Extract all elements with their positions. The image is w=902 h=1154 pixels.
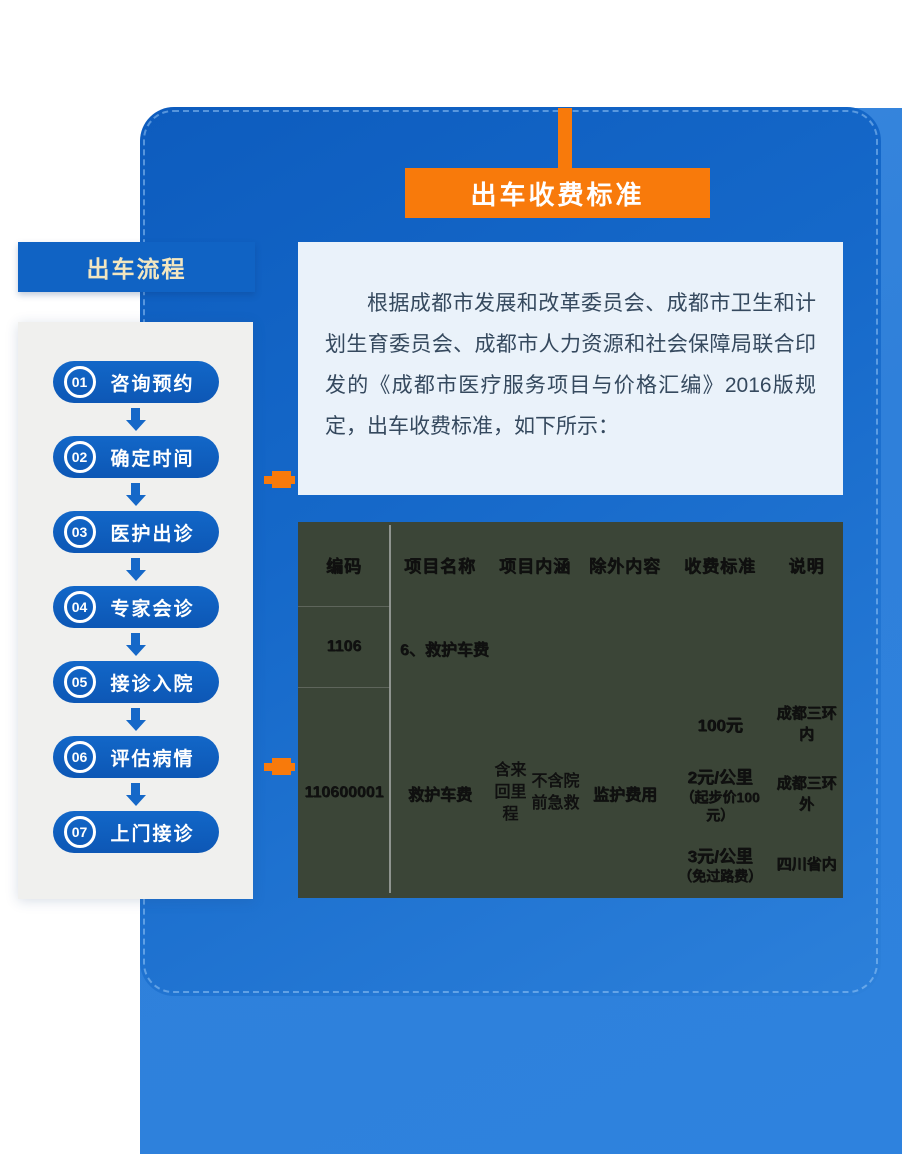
fee-price: 3元/公里: [687, 846, 753, 866]
fee-title-text: 出车收费标准: [470, 179, 645, 210]
process-step-6: 06 评估病情: [52, 736, 219, 778]
fee-note: （免过路费）: [678, 867, 762, 884]
step-number-badge: 06: [63, 741, 96, 773]
step-label: 专家会诊: [110, 598, 195, 620]
process-step-3: 03 医护出诊: [52, 511, 219, 553]
area-note-cell: 成都三环内 成都三环外 四川省内: [770, 688, 843, 898]
process-title-banner: 出车流程: [18, 242, 255, 292]
area-entry: 四川省内: [776, 855, 837, 873]
down-arrow-icon: [125, 703, 146, 736]
step-label: 咨询预约: [110, 373, 195, 395]
area-entry: 成都三环内: [776, 705, 837, 743]
down-arrow-icon: [125, 553, 146, 586]
step-label: 确定时间: [110, 448, 195, 470]
intro-text: 根据成都市发展和改革委员会、成都市卫生和计划生育委员会、成都市人力资源和社会保障…: [325, 292, 816, 438]
table-header-cell: 除外内容: [589, 557, 661, 576]
fee-price: 2元/公里: [687, 767, 753, 787]
fee-note: （起步价100元）: [680, 788, 760, 823]
process-step-4: 04 专家会诊: [52, 586, 219, 628]
table-header-row: 编码 项目名称 项目内涵 除外内容 收费标准 说明: [298, 522, 843, 607]
orange-marker-icon: [264, 471, 295, 488]
step-label: 接诊入院: [110, 673, 195, 695]
down-arrow-icon: [125, 403, 146, 436]
process-steps-box: 01 咨询预约 02 确定时间 03 医护出诊 04 专家会诊 05 接诊入院 …: [18, 322, 253, 899]
process-step-7: 07 上门接诊: [52, 811, 219, 853]
fee-price: 100元: [697, 715, 743, 735]
step-number-badge: 04: [63, 591, 96, 623]
item-name-cell: 救护车费: [407, 787, 472, 804]
excluded-cell: 监护费用: [592, 787, 657, 804]
step-number-badge: 05: [63, 666, 96, 698]
table-header-cell: 编码: [298, 522, 390, 607]
category-cell: 6、救护车费: [400, 641, 489, 659]
item-scope-cell: 含来回里程 不含院前急救: [490, 688, 580, 898]
banner-stem: [558, 108, 572, 170]
step-number-badge: 03: [63, 516, 96, 548]
process-title-text: 出车流程: [86, 256, 187, 282]
scope-line: 不含院前急救: [531, 773, 580, 812]
step-label: 评估病情: [110, 748, 195, 770]
step-number-badge: 01: [63, 366, 96, 398]
table-header-cell: 收费标准: [684, 557, 756, 576]
fee-standard-cell: 100元 2元/公里 （起步价100元） 3元/公里 （免过路费）: [670, 688, 770, 898]
code-cell: 1106: [298, 607, 390, 688]
table-row: 1106 6、救护车费: [298, 607, 843, 688]
step-label: 上门接诊: [110, 823, 195, 845]
code-cell: 110600001: [304, 784, 384, 801]
process-step-2: 02 确定时间: [52, 436, 219, 478]
down-arrow-icon: [125, 478, 146, 511]
orange-marker-icon: [264, 758, 295, 775]
table-row: 110600001 救护车费 含来回里程 不含院前急救 监护费用 100元 2元…: [298, 688, 843, 898]
fee-entry: 2元/公里 （起步价100元）: [670, 758, 770, 828]
process-step-5: 05 接诊入院: [52, 661, 219, 703]
fee-entry: 100元: [670, 688, 770, 758]
down-arrow-icon: [125, 778, 146, 811]
table-header-cell: 说明: [788, 557, 825, 576]
table-column-divider: [389, 525, 391, 893]
step-number-badge: 07: [63, 816, 96, 848]
fee-entry: 3元/公里 （免过路费）: [670, 828, 770, 898]
table-header-cell: 项目内涵: [499, 557, 571, 576]
area-entry: 成都三环外: [776, 775, 837, 813]
step-label: 医护出诊: [110, 523, 195, 545]
down-arrow-icon: [125, 628, 146, 661]
scope-line: 含来回里程: [494, 762, 527, 823]
process-step-1: 01 咨询预约: [52, 361, 219, 403]
intro-box: 根据成都市发展和改革委员会、成都市卫生和计划生育委员会、成都市人力资源和社会保障…: [298, 242, 843, 495]
step-number-badge: 02: [63, 441, 96, 473]
fee-title-banner: 出车收费标准: [405, 168, 710, 218]
fee-table: 编码 项目名称 项目内涵 除外内容 收费标准 说明 1106 6、救护车费 11…: [298, 522, 843, 898]
table-header-cell: 项目名称: [404, 557, 476, 576]
